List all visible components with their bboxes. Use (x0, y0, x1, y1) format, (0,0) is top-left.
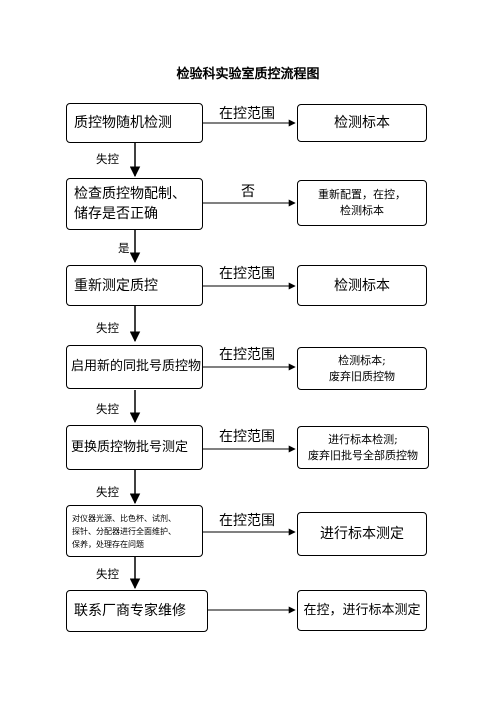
step-5-label: 更换质控物批号测定 (71, 439, 189, 455)
edge-label-3: 在控范围 (219, 266, 275, 282)
down-label-4: 失控 (96, 402, 119, 416)
result-3-label: 检测标本 (334, 277, 390, 294)
step-4-box: 启用新的同批号质控物 (66, 345, 203, 389)
step-5-box: 更换质控物批号测定 (66, 425, 203, 470)
step-6-box: 对仪器光源、比色杯、试剂、 探针、分配器进行全面维护、 保养，处理存在问题 (66, 505, 203, 557)
result-4-box: 检测标本; 废弃旧质控物 (297, 347, 427, 390)
result-6-box: 进行标本测定 (297, 512, 427, 556)
step-3-label: 重新测定质控 (74, 277, 158, 294)
step-3-box: 重新测定质控 (66, 265, 203, 306)
step-6-line-3: 保养，处理存在问题 (72, 539, 144, 549)
edge-label-6: 在控范围 (219, 513, 275, 529)
step-1-box: 质控物随机检测 (66, 103, 203, 143)
edge-label-1: 在控范围 (219, 106, 275, 122)
result-2-line-1: 重新配置，在控， (318, 188, 406, 201)
step-2-box: 检查质控物配制、 储存是否正确 (66, 178, 203, 230)
result-4-line-1: 检测标本; (338, 353, 386, 367)
result-7-label: 在控，进行标本测定 (303, 602, 421, 618)
down-label-6: 失控 (96, 567, 119, 581)
result-3-box: 检测标本 (297, 265, 427, 306)
step-6-line-2: 探针、分配器进行全面维护、 (72, 526, 176, 536)
down-label-3: 失控 (96, 321, 119, 335)
step-1-label: 质控物随机检测 (74, 115, 172, 131)
down-label-5: 失控 (96, 485, 119, 499)
result-2-box: 重新配置，在控， 检测标本 (297, 180, 427, 226)
result-5-line-2: 废弃旧批号全部质控物 (308, 448, 418, 462)
down-label-2: 是 (118, 241, 130, 255)
step-4-label: 启用新的同批号质控物 (71, 359, 202, 374)
edge-label-5: 在控范围 (219, 429, 275, 445)
result-7-box: 在控，进行标本测定 (297, 590, 427, 631)
edge-label-2: 否 (241, 184, 255, 200)
result-5-box: 进行标本检测; 废弃旧批号全部质控物 (297, 426, 429, 469)
result-1-box: 检测标本 (297, 104, 427, 142)
result-5-line-1: 进行标本检测; (328, 432, 398, 446)
result-6-label: 进行标本测定 (320, 526, 404, 542)
result-2-line-2: 检测标本 (340, 204, 384, 217)
step-6-line-1: 对仪器光源、比色杯、试剂、 (72, 513, 176, 523)
step-2-line-2: 储存是否正确 (74, 206, 158, 222)
step-7-box: 联系厂商专家维修 (66, 590, 208, 632)
step-2-line-1: 检查质控物配制、 (74, 186, 186, 202)
step-7-label: 联系厂商专家维修 (74, 603, 186, 619)
result-1-label: 检测标本 (334, 115, 390, 131)
page-title: 检验科实验室质控流程图 (176, 67, 320, 82)
result-4-line-2: 废弃旧质控物 (329, 369, 395, 383)
edge-label-4: 在控范围 (219, 347, 275, 363)
down-label-1: 失控 (96, 152, 119, 166)
